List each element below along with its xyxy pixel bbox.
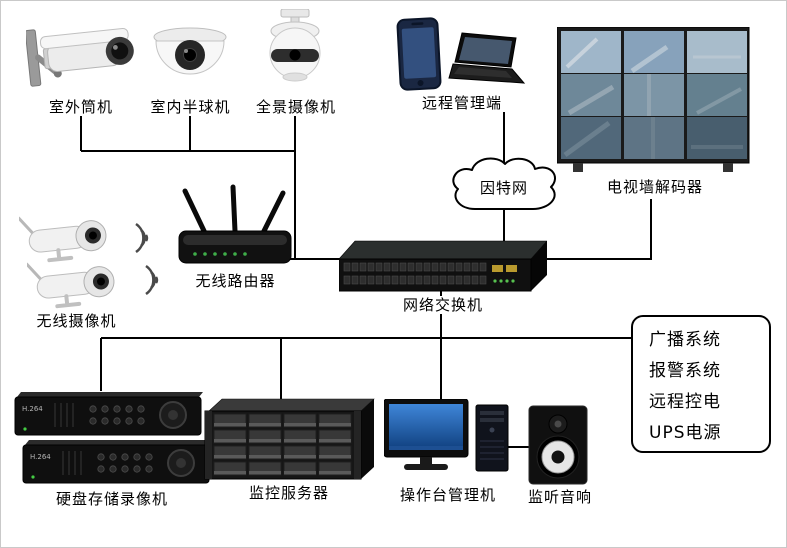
- wireless-camera-icon: [27, 262, 115, 309]
- wireless-router-icon: [178, 184, 292, 264]
- device-wireless-cameras: 无线摄像机: [19, 209, 134, 330]
- internet-label: 因特网: [479, 179, 528, 197]
- network-switch-icon: [339, 240, 547, 292]
- device-dvr: H.264 H.264: [13, 389, 211, 508]
- subsystem-broadcast: 广播系统: [649, 330, 721, 350]
- cloud-icon: [452, 157, 556, 210]
- wireless-camera-label: 无线摄像机: [19, 312, 134, 330]
- remote-management-label: 远程管理端: [396, 94, 528, 112]
- device-wireless-router: 无线路由器: [173, 183, 298, 290]
- wifi-signal-icon: [145, 264, 159, 296]
- device-remote-management: 远程管理端: [396, 17, 528, 112]
- indoor-dome-camera-icon: [153, 27, 227, 75]
- tv-wall-decoder-label: 电视墙解码器: [557, 178, 753, 196]
- panoramic-camera-label: 全景摄像机: [253, 98, 340, 116]
- dvr-unit-icon: H.264: [14, 392, 203, 436]
- indoor-dome-camera-label: 室内半球机: [143, 98, 238, 116]
- speaker-icon: [528, 405, 588, 485]
- subsystem-alarm: 报警系统: [649, 361, 721, 381]
- operator-console-icon: [384, 399, 509, 472]
- outdoor-bullet-camera-label: 室外筒机: [26, 98, 136, 116]
- dvr-badge-text: H.264: [22, 405, 43, 413]
- device-panoramic-camera: 全景摄像机: [253, 9, 340, 116]
- network-switch-label: 网络交换机: [339, 296, 547, 314]
- device-speaker: 监听音响: [525, 405, 596, 506]
- laptop-icon: [448, 32, 526, 84]
- subsystem-ups: UPS电源: [649, 423, 722, 443]
- device-operator-console: 操作台管理机: [384, 399, 512, 504]
- internet-cloud: 因特网: [445, 153, 563, 221]
- outdoor-bullet-camera-icon: [26, 27, 134, 87]
- device-outdoor-bullet-camera: 室外筒机: [26, 15, 136, 116]
- device-network-switch: 网络交换机: [339, 233, 547, 314]
- dvr-label: 硬盘存储录像机: [13, 490, 211, 508]
- server-label: 监控服务器: [203, 484, 375, 502]
- device-server: 监控服务器: [203, 397, 375, 502]
- dvr-badge-text: H.264: [30, 453, 51, 461]
- subsystems-panel: 广播系统 报警系统 远程控电 UPS电源: [631, 315, 771, 453]
- device-indoor-dome-camera: 室内半球机: [143, 25, 238, 116]
- wire-tvwall-to-switch: [541, 199, 652, 260]
- panoramic-camera-icon: [269, 9, 321, 82]
- tv-wall-icon: [557, 27, 750, 172]
- wireless-camera-icon: [19, 216, 107, 263]
- server-icon: [204, 398, 375, 480]
- dvr-unit-icon: H.264: [22, 440, 211, 484]
- wireless-router-label: 无线路由器: [173, 272, 298, 290]
- smartphone-icon: [396, 17, 442, 91]
- operator-console-label: 操作台管理机: [384, 486, 512, 504]
- speaker-label: 监听音响: [525, 488, 596, 506]
- wifi-signal-icon: [135, 222, 149, 254]
- device-tv-wall-decoder: 电视墙解码器: [557, 27, 753, 196]
- subsystem-remote-power: 远程控电: [649, 392, 721, 412]
